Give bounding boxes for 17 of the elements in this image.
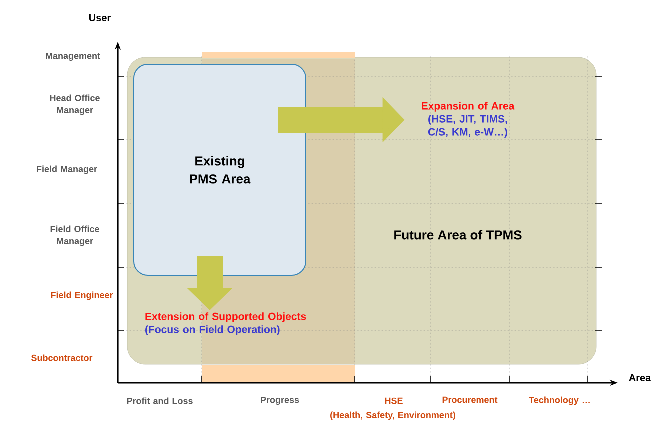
axis-label: HSE (385, 398, 403, 404)
axis-label: Field Engineer (51, 292, 114, 300)
axis-label: Profit and Loss (127, 398, 193, 404)
axis-label: Management (46, 52, 100, 62)
axis-label: Procurement (442, 396, 498, 404)
axis-label: Field Manager (37, 166, 98, 174)
axis-label: (Health, Safety, Environment) (330, 412, 456, 420)
callout-text: Extension of Supported Objects (Focus on Field Operation) (146, 312, 306, 336)
axis-label: Technology … (529, 396, 590, 406)
axis-title: User (89, 14, 111, 22)
axis-label: Head Office Manager (50, 94, 100, 116)
callout-text: Expansion of Area (HSE, JIT, TIMS, C/S, KM, e-W…) (422, 102, 515, 138)
axis-title: Area (629, 374, 652, 382)
axis-label: Progress (261, 396, 300, 406)
process-box: Existing PMS Area (134, 64, 306, 276)
axis-label: Subcontractor (32, 354, 93, 362)
axis-label: Field Office Manager (50, 226, 100, 246)
